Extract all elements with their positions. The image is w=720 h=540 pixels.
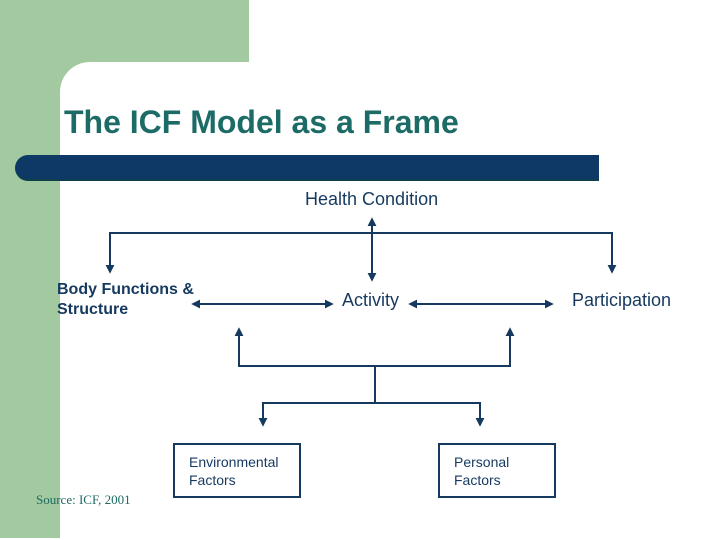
node-personal-factors: Personal Factors xyxy=(438,443,556,498)
body-functions-line2: Structure xyxy=(57,301,129,318)
bracket-health-to-sides xyxy=(105,232,617,274)
environmental-line2: Factors xyxy=(189,472,236,488)
node-body-functions-structure: Body Functions & Structure xyxy=(57,280,194,320)
content-panel xyxy=(60,62,720,540)
personal-line1: Personal xyxy=(454,454,510,470)
node-activity: Activity xyxy=(342,290,400,310)
bracket-factors-up xyxy=(234,327,515,367)
page-title: The ICF Model as a Frame xyxy=(64,104,459,140)
title-underline-bar xyxy=(15,155,599,181)
personal-line2: Factors xyxy=(454,472,501,488)
node-participation: Participation xyxy=(572,290,672,310)
environmental-line1: Environmental xyxy=(189,454,279,470)
bracket-factors-down xyxy=(258,402,485,427)
node-health-condition: Health Condition xyxy=(305,189,439,209)
node-environmental-factors: Environmental Factors xyxy=(173,443,301,498)
body-functions-line1: Body Functions & xyxy=(57,281,194,298)
source-note: Source: ICF, 2001 xyxy=(36,492,131,507)
